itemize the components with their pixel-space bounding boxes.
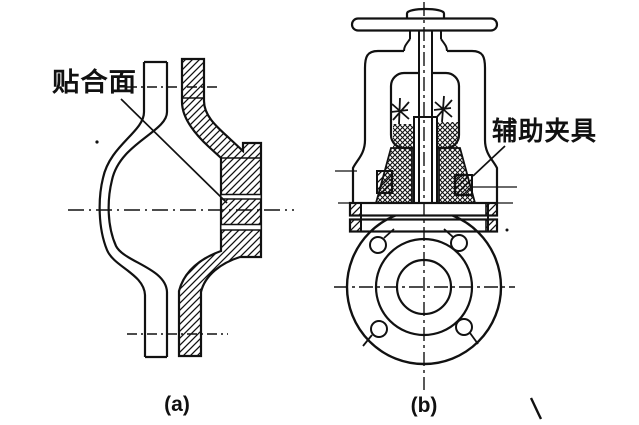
aux-clamp-left: [376, 170, 393, 194]
yoke-outline-right: [447, 49, 499, 203]
thin-shell-ends: [144, 60, 167, 359]
hub-groove-lines: [182, 97, 261, 231]
plate-end-box-ul: [349, 202, 362, 217]
aux-fixture-label: 辅助夹具: [492, 116, 597, 146]
caption-figure-b: (b): [411, 394, 438, 417]
scan-speck: [95, 140, 99, 144]
stem-lines: [418, 31, 433, 203]
bolt-hole-lower-left: [370, 320, 388, 338]
packing-upper-left: [393, 124, 415, 148]
plate-end-box-ll: [349, 218, 362, 233]
bolt-hole-lower-right: [455, 318, 473, 336]
gland-scribble-right: [433, 95, 453, 123]
aux-fixture-leader-line: [472, 145, 506, 177]
plate-end-box-lr: [485, 218, 498, 233]
thin-shell-inner-line: [107, 62, 169, 357]
scan-dot: [505, 228, 509, 232]
bolt-hole-ticks: [362, 228, 479, 347]
caption-figure-a: (a): [164, 393, 190, 416]
yoke-outline-left: [351, 49, 404, 203]
handwheel-nut: [405, 7, 446, 19]
gland-scribble-left: [390, 97, 410, 125]
plate-bolt-lines: [360, 203, 489, 232]
packing-upper-right: [436, 122, 458, 148]
hub-groove-lower: [221, 224, 261, 230]
bolt-hole-upper-left: [369, 236, 387, 254]
hatched-body-section: [177, 57, 263, 358]
hub-groove-upper: [221, 194, 261, 199]
stem-lower: [413, 116, 438, 204]
bolt-hole-upper-right: [450, 234, 468, 252]
figure-b: [334, 2, 543, 420]
thin-shell-outer-line: [98, 62, 147, 357]
plate-end-box-ur: [485, 202, 498, 217]
figure-a: [68, 57, 294, 359]
wheel-hub: [403, 30, 448, 52]
aux-clamp-right: [454, 174, 473, 196]
mating-surface-label: 贴合面: [52, 67, 137, 97]
scan-slash-mark: [529, 397, 543, 420]
stem-upper-fill: [418, 32, 433, 118]
mating-surface-leader-line: [120, 98, 228, 204]
